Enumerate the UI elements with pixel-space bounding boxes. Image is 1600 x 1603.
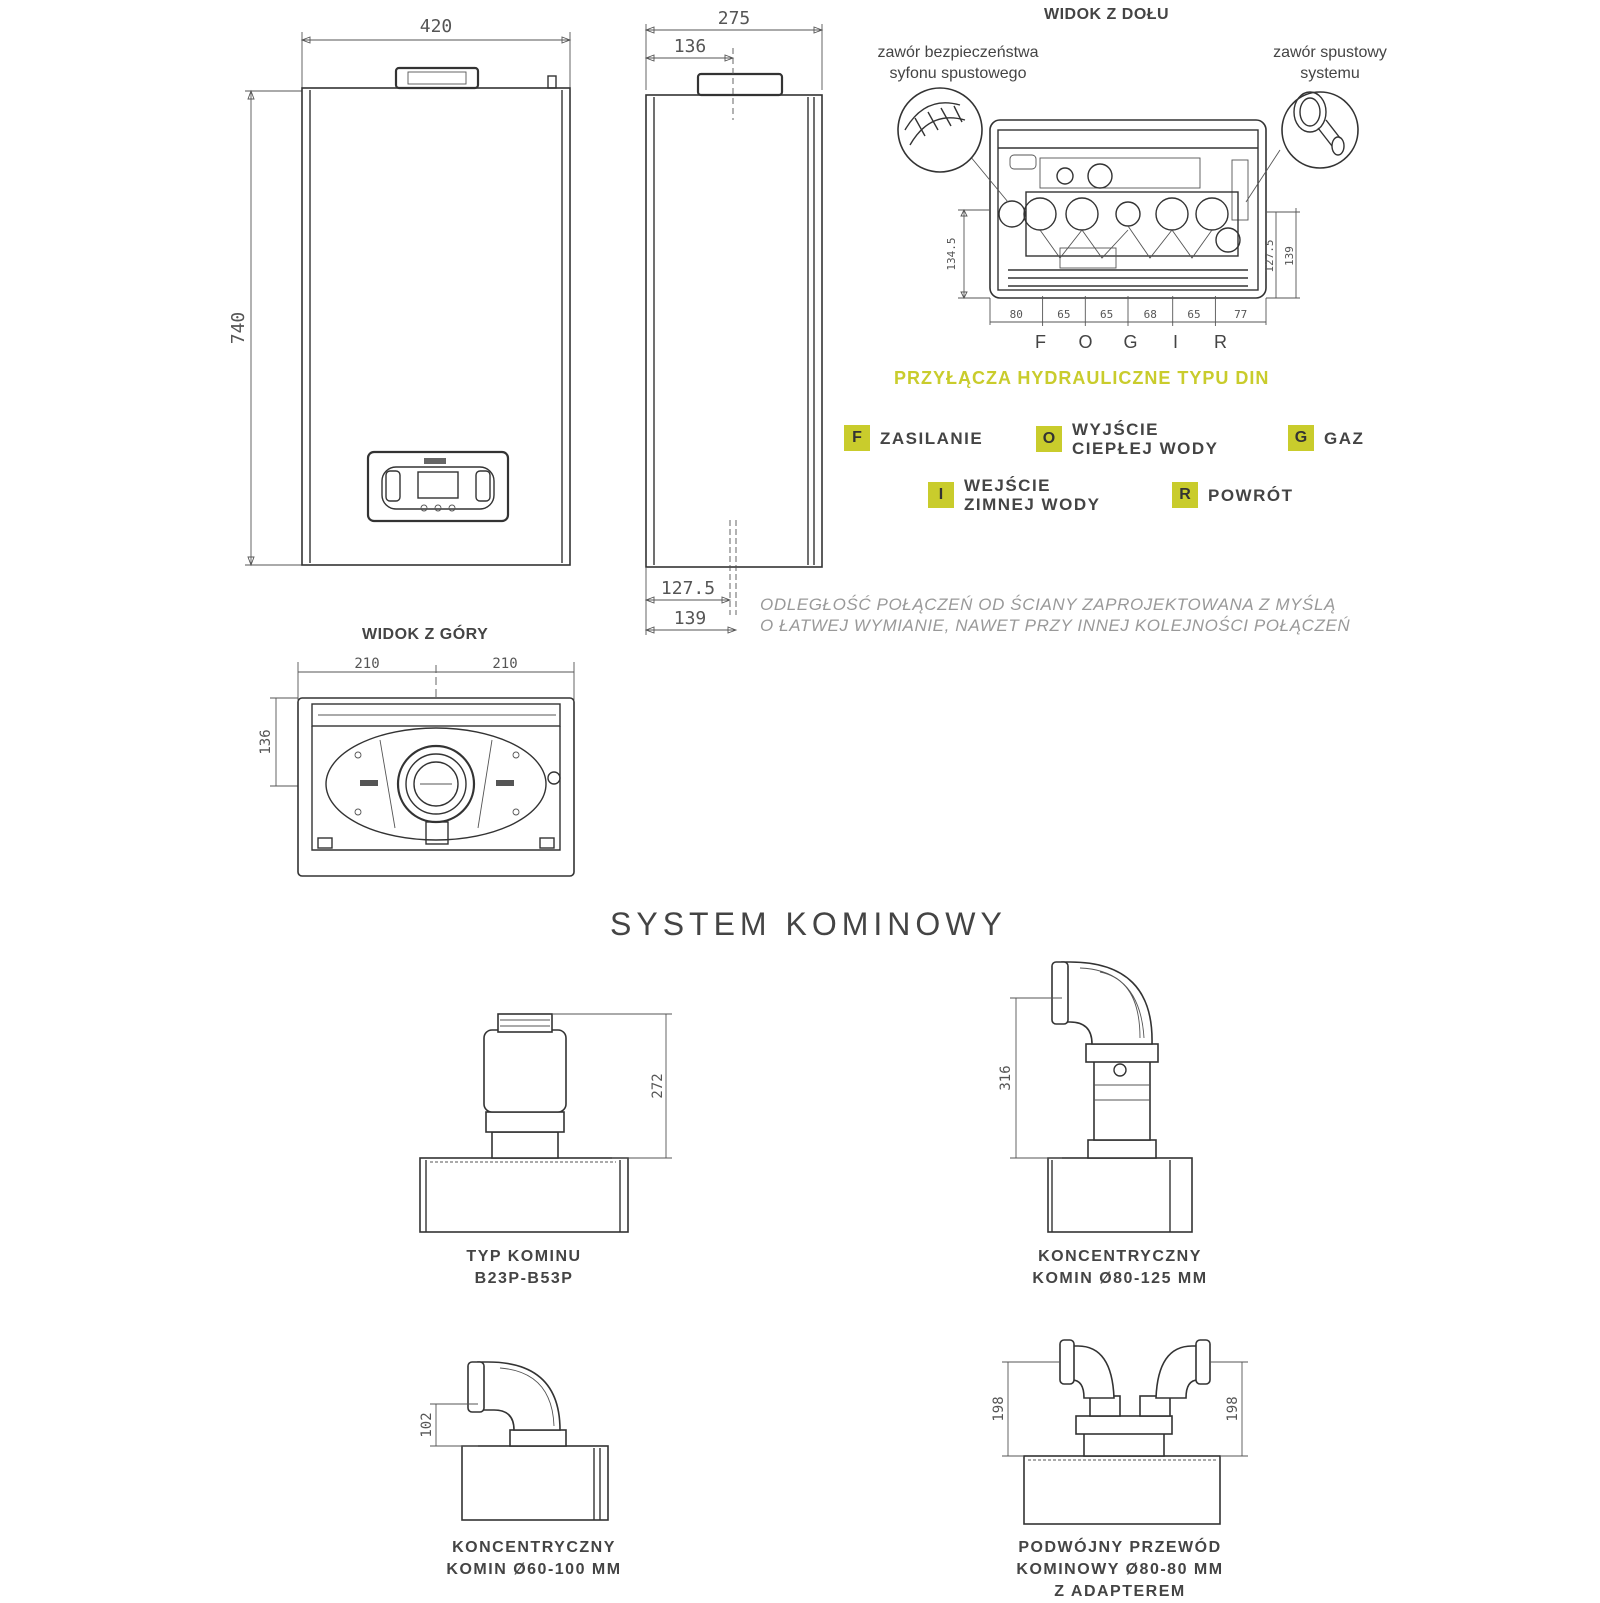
top-view-title: WIDOK Z GÓRY bbox=[362, 626, 489, 643]
note-line-2: O ŁATWEJ WYMIANIE, NAWET PRZY INNEJ KOLE… bbox=[760, 616, 1351, 635]
chimney3-caption: KONCENTRYCZNY KOMIN Ø60-100 MM bbox=[414, 1537, 654, 1581]
spacing-dim-1: 65 bbox=[1057, 308, 1070, 321]
front-height-dim: 740 bbox=[228, 312, 249, 345]
legend-label-o-line-2: CIEPŁEJ WODY bbox=[1072, 439, 1219, 458]
callout-right-line-2: systemu bbox=[1300, 65, 1360, 82]
din-title: PRZYŁĄCZA HYDRAULICZNE TYPU DIN bbox=[894, 368, 1270, 388]
chimney-b23p: 272 bbox=[419, 1013, 672, 1233]
legend-label-f: ZASILANIE bbox=[880, 428, 984, 448]
legend-key-g: G bbox=[1288, 425, 1314, 451]
chimney4-caption-line-3: Z ADAPTEREM bbox=[1054, 1583, 1186, 1600]
chimney-80-80: 198 198 bbox=[991, 1339, 1248, 1525]
chimney1-caption-line-2: B23P-B53P bbox=[474, 1270, 574, 1287]
connection-letter-i: I bbox=[1172, 332, 1178, 352]
chimney3-caption-line-1: KONCENTRYCZNY bbox=[452, 1539, 616, 1556]
legend-key-f: F bbox=[844, 425, 870, 451]
chimney1-caption-line-1: TYP KOMINU bbox=[466, 1248, 582, 1265]
legend-item-i: I WEJŚCIE ZIMNEJ WODY bbox=[928, 476, 1100, 514]
legend-label-o: WYJŚCIE CIEPŁEJ WODY bbox=[1072, 420, 1218, 458]
bottom-view-title: WIDOK Z DOŁU bbox=[1044, 6, 1170, 23]
top-left-dim: 210 bbox=[354, 656, 379, 672]
chimney1-dim: 272 bbox=[650, 1073, 666, 1098]
legend-label-i-line-1: WEJŚCIE bbox=[964, 476, 1052, 495]
spacing-dim-4: 65 bbox=[1187, 308, 1200, 321]
chimney2-caption: KONCENTRYCZNY KOMIN Ø80-125 MM bbox=[1000, 1246, 1240, 1290]
spacing-dim-2: 65 bbox=[1100, 308, 1113, 321]
callout-right: zawór spustowy systemu bbox=[1250, 42, 1410, 84]
chimney4-caption-line-2: KOMINOWY Ø80-80 MM bbox=[1016, 1561, 1224, 1578]
side-depth-dim: 275 bbox=[718, 8, 751, 29]
side-bottom-dim-2: 139 bbox=[674, 608, 707, 629]
chimney-60-100: 102 bbox=[419, 1361, 609, 1521]
note-line-1: ODLEGŁOŚĆ POŁĄCZEŃ OD ŚCIANY ZAPROJEKTOW… bbox=[760, 595, 1336, 614]
chimney1-caption: TYP KOMINU B23P-B53P bbox=[424, 1246, 624, 1290]
bottom-height-dim-left: 134.5 bbox=[945, 237, 958, 270]
legend-key-i: I bbox=[928, 482, 954, 508]
spacing-dim-3: 68 bbox=[1144, 308, 1157, 321]
bottom-height-dim-right-1: 127.5 bbox=[1263, 239, 1276, 272]
callout-right-line-1: zawór spustowy bbox=[1273, 44, 1387, 61]
top-right-dim: 210 bbox=[492, 656, 517, 672]
callout-left: zawór bezpieczeństwa syfonu spustowego bbox=[848, 42, 1068, 84]
chimney2-dim: 316 bbox=[998, 1065, 1014, 1090]
front-view: 420 740 bbox=[228, 16, 572, 567]
connection-letters: F O G I R bbox=[1018, 332, 1243, 353]
top-view: 210 210 136 bbox=[258, 656, 575, 877]
chimney2-caption-line-2: KOMIN Ø80-125 MM bbox=[1032, 1270, 1208, 1287]
callout-left-line-1: zawór bezpieczeństwa bbox=[877, 44, 1039, 61]
legend-item-o: O WYJŚCIE CIEPŁEJ WODY bbox=[1036, 420, 1218, 458]
legend-label-r: POWRÓT bbox=[1208, 485, 1294, 505]
side-top-offset-dim: 136 bbox=[674, 36, 707, 57]
spacing-dims: 80 65 65 68 65 77 bbox=[1010, 296, 1247, 326]
spacing-dim-0: 80 bbox=[1010, 308, 1023, 321]
legend-label-i: WEJŚCIE ZIMNEJ WODY bbox=[964, 476, 1100, 514]
chimney4-dim-left: 198 bbox=[991, 1396, 1007, 1421]
legend-label-o-line-1: WYJŚCIE bbox=[1072, 420, 1160, 439]
connection-letter-f: F bbox=[1035, 332, 1046, 352]
chimney4-caption-line-1: PODWÓJNY PRZEWÓD bbox=[1018, 1539, 1222, 1556]
legend-item-f: F ZASILANIE bbox=[844, 425, 983, 451]
chimney3-dim: 102 bbox=[419, 1412, 435, 1437]
side-bottom-dim-1: 127.5 bbox=[661, 578, 715, 599]
bottom-view: 134.5 127.5 139 80 65 65 68 65 77 bbox=[897, 87, 1359, 326]
legend-item-g: G GAZ bbox=[1288, 425, 1364, 451]
legend-item-r: R POWRÓT bbox=[1172, 482, 1294, 508]
chimney-80-125: 316 bbox=[998, 961, 1193, 1233]
connection-letter-r: R bbox=[1214, 332, 1227, 352]
legend-label-g: GAZ bbox=[1324, 428, 1365, 448]
legend-key-o: O bbox=[1036, 426, 1062, 452]
connection-letter-g: G bbox=[1123, 332, 1138, 352]
chimney-section-title: SYSTEM KOMINOWY bbox=[610, 906, 1007, 942]
callout-left-line-2: syfonu spustowego bbox=[889, 65, 1027, 82]
side-view: 275 136 127.5 139 bbox=[644, 8, 824, 635]
spacing-dim-5: 77 bbox=[1234, 308, 1247, 321]
bottom-height-dim-right-2: 139 bbox=[1283, 246, 1296, 266]
chimney3-caption-line-2: KOMIN Ø60-100 MM bbox=[446, 1561, 622, 1578]
chimney4-caption: PODWÓJNY PRZEWÓD KOMINOWY Ø80-80 MM Z AD… bbox=[990, 1537, 1250, 1603]
connection-letter-o: O bbox=[1078, 332, 1093, 352]
legend-label-i-line-2: ZIMNEJ WODY bbox=[964, 495, 1101, 514]
front-width-dim: 420 bbox=[420, 16, 453, 37]
legend-key-r: R bbox=[1172, 482, 1198, 508]
wall-distance-note: ODLEGŁOŚĆ POŁĄCZEŃ OD ŚCIANY ZAPROJEKTOW… bbox=[760, 594, 1350, 636]
chimney2-caption-line-1: KONCENTRYCZNY bbox=[1038, 1248, 1202, 1265]
top-depth-dim: 136 bbox=[258, 729, 274, 754]
chimney4-dim-right: 198 bbox=[1225, 1396, 1241, 1421]
